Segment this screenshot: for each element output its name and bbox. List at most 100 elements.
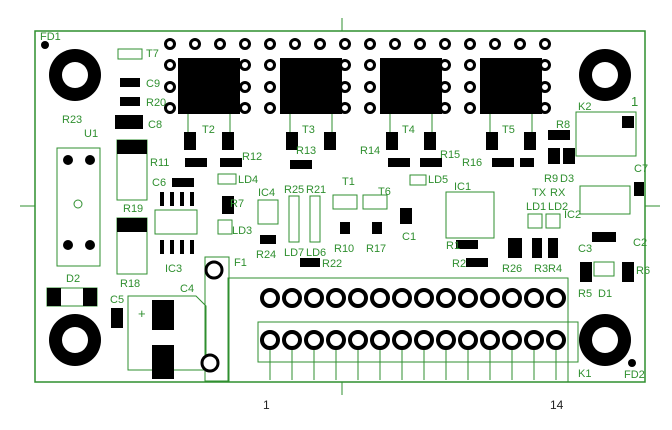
label-d3: D3	[560, 173, 574, 185]
pad	[539, 102, 551, 114]
terminal-pad	[458, 288, 478, 308]
label-r23: R23	[62, 114, 82, 126]
terminal-pad	[370, 288, 390, 308]
terminal-pad	[326, 288, 346, 308]
pad	[264, 102, 276, 114]
label-ld4: LD4	[238, 174, 258, 186]
power-transistors	[178, 58, 542, 150]
pad	[539, 59, 551, 71]
svg-text:+: +	[138, 306, 146, 321]
label-r15: R15	[440, 149, 460, 161]
terminal-pad	[480, 330, 500, 350]
label-d2: D2	[66, 273, 80, 285]
pad	[314, 38, 326, 50]
pad	[189, 38, 201, 50]
terminal-pad	[260, 330, 280, 350]
label-c5: C5	[110, 294, 124, 306]
terminal-pad	[480, 288, 500, 308]
label-r11: R11	[150, 157, 169, 169]
label-r26: R26	[502, 263, 522, 275]
pad	[439, 102, 451, 114]
pad	[464, 38, 476, 50]
pad	[464, 81, 476, 93]
pad	[514, 38, 526, 50]
label-c3: C3	[578, 243, 592, 255]
label-r2: R2	[452, 258, 466, 270]
pad	[464, 102, 476, 114]
label-r10: R10	[334, 243, 354, 255]
pad	[164, 59, 176, 71]
label-ic2: IC2	[564, 209, 581, 221]
label-rx: RX	[550, 187, 566, 199]
label-r1: R1	[446, 240, 460, 252]
pad	[339, 38, 351, 50]
label-ic4: IC4	[258, 187, 275, 199]
mounting-holes	[41, 41, 636, 367]
pad	[239, 59, 251, 71]
terminal-pad	[524, 330, 544, 350]
label-k2: K2	[578, 101, 591, 113]
pad	[439, 81, 451, 93]
label-t4: T4	[402, 124, 415, 136]
label-c1: C1	[402, 231, 416, 243]
label-f1: F1	[234, 257, 247, 269]
pad	[364, 38, 376, 50]
pad	[164, 81, 176, 93]
pad	[364, 102, 376, 114]
top-pad-rows	[164, 38, 551, 114]
label-r3: R3	[534, 263, 548, 275]
label-c9: C9	[146, 78, 160, 90]
terminal-pad	[546, 330, 566, 350]
pad	[464, 59, 476, 71]
label-ld2: LD2	[548, 201, 568, 213]
terminal-pad	[436, 288, 456, 308]
label-r8: R8	[556, 119, 570, 131]
terminal-pad	[282, 288, 302, 308]
label-r22: R22	[322, 258, 342, 270]
label-r9: R9	[544, 173, 558, 185]
pad	[439, 38, 451, 50]
label-ld7: LD7	[284, 247, 304, 259]
label-fd2: FD2	[624, 369, 645, 381]
pad	[364, 59, 376, 71]
terminal-pad	[370, 330, 390, 350]
label-t1: T1	[342, 176, 355, 188]
pad	[264, 59, 276, 71]
label-c2: C2	[633, 237, 647, 249]
label-ld3: LD3	[232, 225, 252, 237]
pad	[264, 38, 276, 50]
label-t6: T6	[378, 186, 391, 198]
pad	[489, 38, 501, 50]
terminal-pad	[458, 330, 478, 350]
pad	[339, 102, 351, 114]
label-ic3: IC3	[165, 263, 182, 275]
label-r24: R24	[256, 249, 276, 261]
terminal-pad	[326, 330, 346, 350]
pad	[164, 38, 176, 50]
pad	[289, 38, 301, 50]
terminal-pad	[436, 330, 456, 350]
label-c6: C6	[152, 177, 166, 189]
label-r25: R25	[284, 184, 304, 196]
label-r14: R14	[360, 145, 380, 157]
label-r4: R4	[548, 263, 562, 275]
terminal-pad	[546, 288, 566, 308]
pad	[439, 59, 451, 71]
label-c4: C4	[180, 283, 194, 295]
pad	[389, 38, 401, 50]
pad	[339, 59, 351, 71]
pad	[339, 81, 351, 93]
pad	[414, 38, 426, 50]
label-k1: K1	[578, 368, 591, 380]
pin-label-last: 14	[550, 398, 564, 412]
label-r7: R7	[230, 198, 244, 210]
label-ld1: LD1	[526, 201, 546, 213]
label-ld5: LD5	[428, 174, 448, 186]
terminal-pad	[414, 288, 434, 308]
terminal-pad	[282, 330, 302, 350]
pad	[539, 81, 551, 93]
terminal-pad	[348, 330, 368, 350]
k2-pin1-label: 1	[631, 94, 638, 109]
smd-components: +	[46, 48, 644, 383]
